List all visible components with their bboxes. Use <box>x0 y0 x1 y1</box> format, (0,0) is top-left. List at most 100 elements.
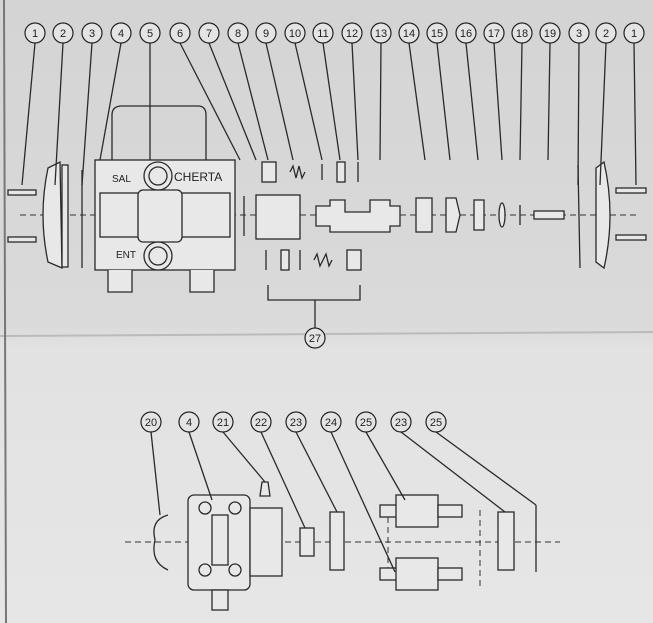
callout-circle <box>178 411 200 433</box>
callout-bottom-3: 22 <box>250 411 272 433</box>
leader-line <box>54 42 64 186</box>
leader-line <box>400 431 506 513</box>
leader-line <box>465 42 479 161</box>
leader-line <box>599 42 607 186</box>
callout-top-10: 11 <box>312 22 334 44</box>
pump-body: SAL CHERTA ENT <box>94 159 236 293</box>
callout-top-7: 8 <box>227 22 249 44</box>
callout-number: 11 <box>317 28 328 40</box>
callout-number: 1 <box>631 28 637 40</box>
shaft-gear-lower <box>379 557 463 591</box>
callout-number: 5 <box>147 28 153 40</box>
spring-9 <box>289 164 306 180</box>
callout-number: 9 <box>263 28 269 40</box>
handle <box>111 105 207 160</box>
callout-number: 24 <box>325 417 337 429</box>
gear-23 <box>329 511 345 571</box>
callout-number: 15 <box>431 28 443 40</box>
callout-top-8: 9 <box>255 22 277 44</box>
washer-16 <box>473 199 485 231</box>
callout-circle <box>285 411 307 433</box>
callout-number: 14 <box>403 28 415 40</box>
screw-right-top <box>615 187 647 194</box>
callout-top-6: 7 <box>198 22 220 44</box>
group-bracket-27 <box>267 285 361 328</box>
gear-23b <box>497 511 515 571</box>
callout-top-11: 12 <box>341 22 363 44</box>
callout-number: 18 <box>516 28 528 40</box>
leader-line <box>208 42 257 161</box>
callout-top-3: 4 <box>110 22 132 44</box>
leader-lines <box>21 42 637 573</box>
callout-bottom-7: 23 <box>390 411 412 433</box>
callout-circle <box>595 22 617 44</box>
callout-top-13: 14 <box>398 22 420 44</box>
gasket-left <box>61 164 69 268</box>
leader-line <box>237 42 269 161</box>
callout-top-19: 3 <box>568 22 590 44</box>
cap-15 <box>445 197 461 233</box>
ring-14 <box>415 197 433 233</box>
callout-number: 4 <box>186 417 192 429</box>
grease-nipple-21 <box>259 481 271 497</box>
callout-circle <box>255 22 277 44</box>
callout-circle <box>355 411 377 433</box>
callout-top-20: 2 <box>595 22 617 44</box>
callout-top-4: 5 <box>139 22 161 44</box>
callout-top-2: 3 <box>81 22 103 44</box>
leader-line <box>150 431 161 516</box>
callout-bottom-0: 20 <box>140 411 162 433</box>
pump-body-side <box>187 494 283 611</box>
callout-circle <box>198 22 220 44</box>
end-cover-right <box>595 160 611 270</box>
callout-top-16: 17 <box>483 22 505 44</box>
oring-17 <box>498 202 506 228</box>
inlet-label: ENT <box>116 250 136 261</box>
shaft-gear-upper <box>379 494 463 528</box>
coupling-20 <box>153 514 169 571</box>
cylinder-7 <box>255 194 301 240</box>
leader-line <box>435 431 537 506</box>
callout-circle <box>623 22 645 44</box>
leader-line <box>351 42 359 161</box>
callout-circle <box>483 22 505 44</box>
outlet-label: SAL <box>112 174 131 185</box>
callout-top-15: 16 <box>455 22 477 44</box>
callout-circle <box>81 22 103 44</box>
screw-left-bottom <box>7 236 37 243</box>
callout-circle <box>284 22 306 44</box>
callout-circle <box>250 411 272 433</box>
callout-number: 10 <box>289 28 301 40</box>
callout-circle <box>24 22 46 44</box>
callout-number: 8 <box>235 28 241 40</box>
callout-bottom-1: 4 <box>178 411 200 433</box>
leader-line <box>379 42 382 161</box>
callout-circle <box>511 22 533 44</box>
leader-line <box>408 42 426 161</box>
shaft-guide <box>387 510 481 586</box>
leader-line <box>99 42 122 161</box>
callout-number: 25 <box>360 417 372 429</box>
callout-number: 6 <box>177 28 183 40</box>
callout-circle <box>169 22 191 44</box>
callout-circle <box>52 22 74 44</box>
end-cover-left <box>42 160 63 269</box>
callout-circle <box>455 22 477 44</box>
callout-circle <box>341 22 363 44</box>
leader-line <box>493 42 503 161</box>
leader-line <box>330 431 396 573</box>
callout-number: 12 <box>346 28 358 40</box>
callout-circle <box>140 411 162 433</box>
screw-right-bottom <box>615 234 647 241</box>
valve-8 <box>261 161 277 183</box>
brand-label: CHERTA <box>174 170 222 184</box>
leader-line <box>519 42 523 161</box>
callout-bottom-5: 24 <box>320 411 342 433</box>
valve-seat-11 <box>336 161 346 183</box>
callout-number: 23 <box>395 417 407 429</box>
callout-number: 21 <box>217 417 229 429</box>
piston-13 <box>315 199 401 233</box>
valve-bottom <box>346 249 362 271</box>
bolt-19 <box>533 210 565 220</box>
